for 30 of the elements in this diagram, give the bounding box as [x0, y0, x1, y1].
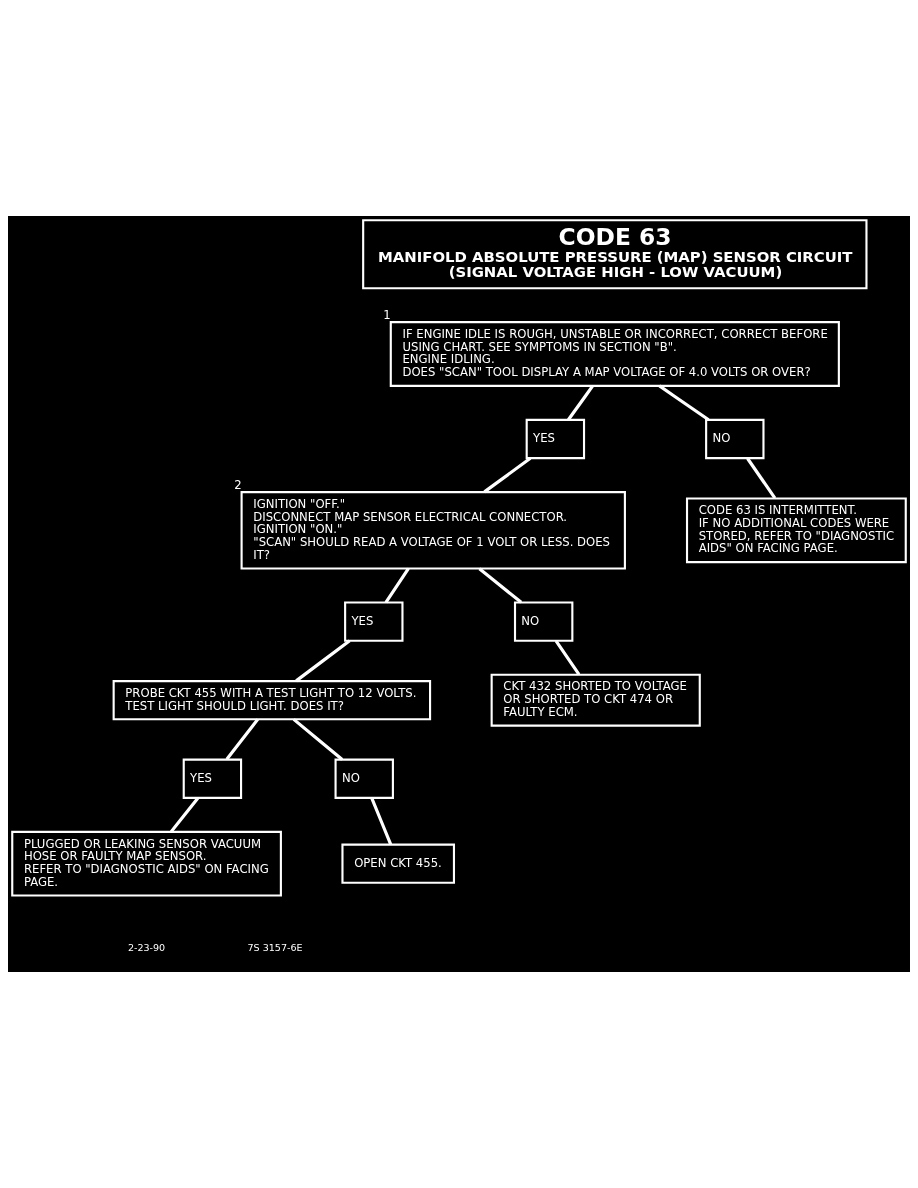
- connector: [483, 457, 532, 494]
- connector: [658, 384, 710, 422]
- node-box: YES: [182, 758, 243, 799]
- connector: [370, 797, 393, 845]
- node-box: YES: [344, 601, 404, 642]
- connector: [384, 567, 410, 604]
- node-box: PROBE CKT 455 WITH A TEST LIGHT TO 12 VOLTS. TEST LIGHT SHOULD LIGHT. DOES IT?: [112, 680, 432, 721]
- connector: [169, 797, 200, 833]
- connector: [295, 639, 351, 683]
- node-box: CKT 432 SHORTED TO VOLTAGE OR SHORTED TO CKT 474 OR FAULTY ECM.: [490, 673, 701, 727]
- node-box: CODE 63 MANIFOLD ABSOLUTE PRESSURE (MAP) SENSOR CIRCUIT (SIGNAL VOLTAGE HIGH - LOW VACUUM): [362, 219, 868, 290]
- connector: [292, 718, 344, 761]
- node-box: IF ENGINE IDLE IS ROUGH, UNSTABLE OR INCORRECT, CORRECT BEFORE USING CHART. SEE SYMPTOMS IN SECTION "B". ENGINE IDLING. DOES "SCAN" TOOL DISPLAY A MAP VOLTAGE OF 4.0 VOLTS OR OVER?: [389, 321, 840, 387]
- node-box: CODE 63 IS INTERMITTENT. IF NO ADDITIONAL CODES WERE STORED, REFER TO "DIAGNOSTIC AIDS" ON FACING PAGE.: [685, 497, 907, 564]
- label: 2-23-90: [127, 941, 166, 953]
- connector: [554, 639, 581, 676]
- connector: [478, 567, 523, 604]
- connector: [746, 457, 777, 500]
- label: 7S 3157-6E: [247, 941, 303, 953]
- node-box: NO: [334, 758, 394, 799]
- node-box: OPEN CKT 455.: [341, 843, 455, 884]
- node-box: YES: [525, 418, 586, 460]
- node-label: 2: [234, 477, 242, 492]
- connector: [225, 718, 260, 761]
- node-box: NO: [705, 418, 765, 460]
- node-box: IGNITION "OFF." DISCONNECT MAP SENSOR ELECTRICAL CONNECTOR. IGNITION "ON." "SCAN" SHOULD READ A VOLTAGE OF 1 VOLT OR LESS. DOES IT?: [240, 491, 626, 570]
- node-box: NO: [513, 601, 574, 642]
- node-box: PLUGGED OR LEAKING SENSOR VACUUM HOSE OR FAULTY MAP SENSOR. REFER TO "DIAGNOSTIC AIDS" ON FACING PAGE.: [11, 830, 282, 897]
- connector: [567, 385, 594, 421]
- node-label: 1: [383, 307, 391, 322]
